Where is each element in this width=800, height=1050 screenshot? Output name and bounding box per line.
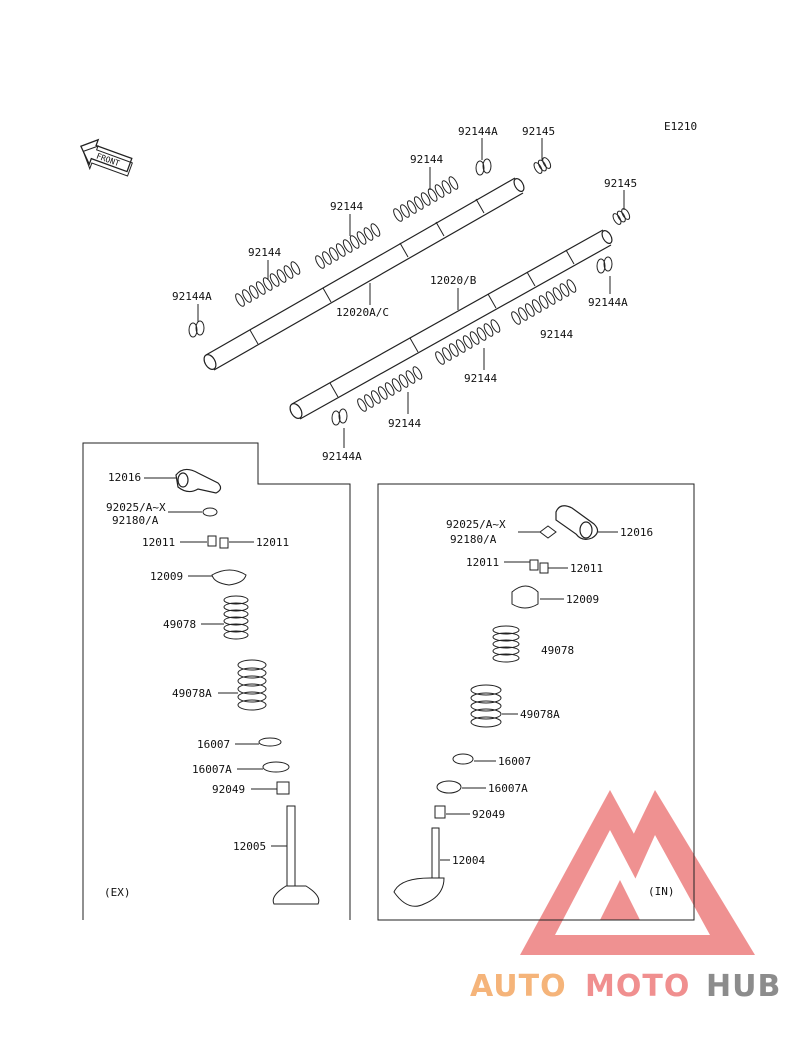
ex-tag: (EX) — [104, 886, 131, 899]
watermark-text: AUTO MOTO HUB — [470, 969, 781, 1004]
watermark-part2: MOTO — [585, 969, 690, 1004]
label-12020ac: 12020A/C — [336, 306, 389, 319]
ex-label-12005: 12005 — [233, 840, 266, 853]
rocker-arm-ex — [175, 468, 222, 494]
label-92144-a: 92144 — [410, 153, 443, 166]
label-92145-right: 92145 — [604, 177, 637, 190]
ex-label-12016: 12016 — [108, 471, 141, 484]
watermark-part3: HUB — [706, 969, 781, 1004]
watermark-logo — [520, 790, 755, 955]
watermark-part1: AUTO — [470, 969, 567, 1004]
label-12020b: 12020/B — [430, 274, 477, 287]
in-label-49078a: 49078A — [520, 708, 560, 721]
ex-label-16007a: 16007A — [192, 763, 232, 776]
in-label-92180: 92180/A — [450, 533, 497, 546]
in-label-12011-a: 12011 — [466, 556, 499, 569]
in-label-16007: 16007 — [498, 755, 531, 768]
ex-label-12011-b: 12011 — [256, 536, 289, 549]
rocker-shaft-12020a — [203, 177, 525, 371]
front-arrow-icon: FRONT — [80, 138, 133, 177]
in-label-12011-b: 12011 — [570, 562, 603, 575]
label-92144a-right: 92144A — [588, 296, 628, 309]
top-labels: 92144A 92145 92144 92144 92145 92144 921… — [172, 125, 637, 463]
rocker-arm-in — [555, 505, 599, 540]
label-92144-b: 92144 — [330, 200, 363, 213]
ex-box: 12016 92025/A~X 92180/A 12011 12011 1200… — [82, 442, 351, 920]
label-92145-top: 92145 — [522, 125, 555, 138]
label-92144-c: 92144 — [248, 246, 281, 259]
label-92144a-top: 92144A — [458, 125, 498, 138]
label-92144-f: 92144 — [388, 417, 421, 430]
label-92144-e: 92144 — [464, 372, 497, 385]
in-tag: (IN) — [648, 885, 675, 898]
in-label-49078: 49078 — [541, 644, 574, 657]
diagram-code: E1210 — [664, 120, 697, 133]
in-label-12009: 12009 — [566, 593, 599, 606]
label-92144a-bottom: 92144A — [322, 450, 362, 463]
ex-label-16007: 16007 — [197, 738, 230, 751]
shaft-springs — [188, 157, 631, 426]
in-label-92049: 92049 — [472, 808, 505, 821]
ex-label-12011-a: 12011 — [142, 536, 175, 549]
ex-label-92049: 92049 — [212, 783, 245, 796]
ex-label-49078: 49078 — [163, 618, 196, 631]
in-box: 92025/A~X 92180/A 12016 12011 12011 1200… — [377, 483, 695, 921]
ex-label-92180: 92180/A — [112, 514, 159, 527]
in-label-16007a: 16007A — [488, 782, 528, 795]
in-label-12004: 12004 — [452, 854, 485, 867]
label-92144-d: 92144 — [540, 328, 573, 341]
ex-label-49078a: 49078A — [172, 687, 212, 700]
rocker-shaft-12020 — [289, 229, 613, 420]
ex-label-12009: 12009 — [150, 570, 183, 583]
in-label-12016: 12016 — [620, 526, 653, 539]
ex-label-92025: 92025/A~X — [106, 501, 166, 514]
label-92144a-left: 92144A — [172, 290, 212, 303]
in-label-92025: 92025/A~X — [446, 518, 506, 531]
